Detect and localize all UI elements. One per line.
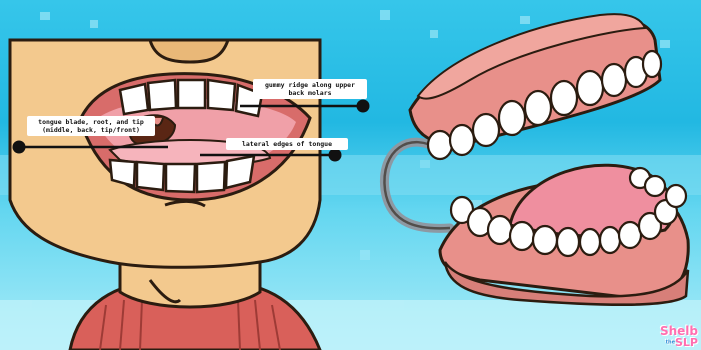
upper-gum-top xyxy=(416,13,647,100)
brand-the: the xyxy=(665,339,675,345)
brand-logo: Shelb theSLP xyxy=(660,325,698,349)
chin-crease xyxy=(148,279,182,304)
brand-name: Shelb xyxy=(659,323,698,338)
brand-suffix: SLP xyxy=(675,335,698,349)
denture-model xyxy=(379,13,690,306)
label-gummy-ridge: gummy ridge along upper back molars xyxy=(253,79,367,99)
label-tongue-blade: tongue blade, root, and tip (middle, bac… xyxy=(27,116,155,136)
denture-upper-teeth xyxy=(426,49,663,161)
denture-lower-teeth xyxy=(449,166,688,258)
pointer-dot-tongue-blade xyxy=(12,140,26,154)
brand-sub-row: theSLP xyxy=(660,337,698,349)
pointer-dot-gummy-ridge xyxy=(356,99,370,113)
person-illustration xyxy=(8,38,322,350)
upper-teeth xyxy=(118,78,264,118)
annotation-pointers xyxy=(12,99,370,162)
label-lateral-edges: lateral edges of tongue xyxy=(226,138,348,150)
nose xyxy=(148,38,231,64)
lower-gum-base xyxy=(443,261,690,306)
lower-teeth xyxy=(108,154,256,194)
pointer-dot-lateral-edges xyxy=(328,148,342,162)
